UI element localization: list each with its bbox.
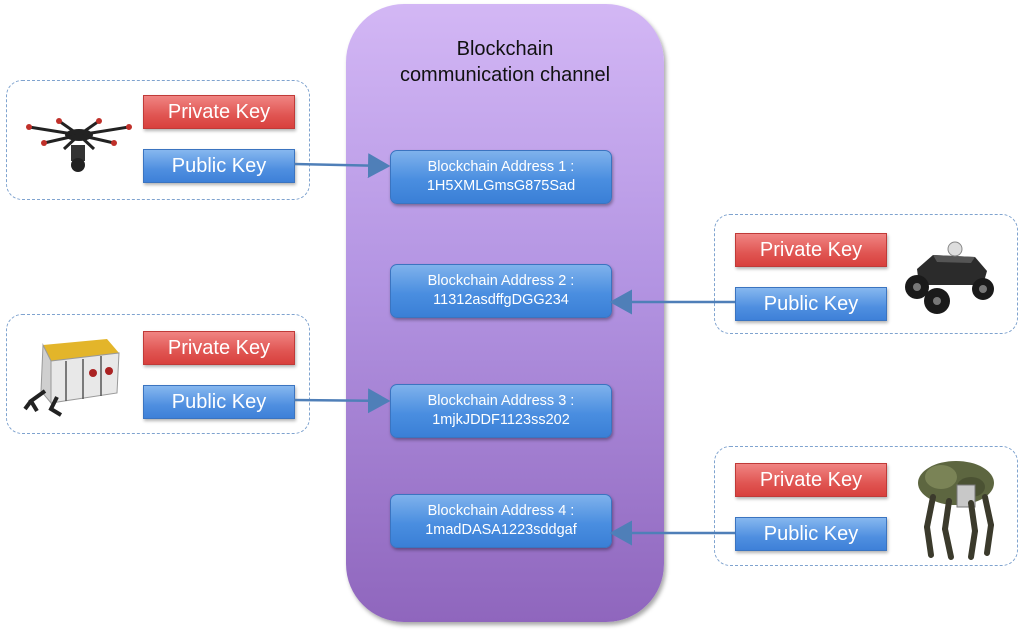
address-value: 11312asdffgDGG234: [433, 292, 569, 308]
address-label: Blockchain Address 2 :: [427, 273, 575, 289]
channel-title-line2: communication channel: [399, 64, 611, 86]
blockchain-address-4: Blockchain Address 4 : 1madDASA1223sddga…: [390, 494, 612, 548]
address-value: 1madDASA1223sddgaf: [425, 522, 577, 538]
legged-robot-icon: [918, 461, 994, 560]
public-key-button: Public Key: [735, 517, 887, 551]
channel-title: Blockchain communication channel: [346, 36, 664, 88]
blockchain-address-1: Blockchain Address 1 : 1H5XMLGmsG875Sad: [390, 150, 612, 204]
private-key-button: Private Key: [143, 331, 295, 365]
device-drone: Private Key Public Key: [6, 80, 310, 200]
address-value: 1H5XMLGmsG875Sad: [426, 178, 576, 194]
private-key-button: Private Key: [735, 233, 887, 267]
device-underwater-rov: Private Key Public Key: [6, 314, 310, 434]
rover-icon: [905, 241, 994, 314]
device-rover: Private Key Public Key: [714, 214, 1018, 334]
public-key-button: Public Key: [735, 287, 887, 321]
rov-icon: [23, 339, 120, 417]
address-label: Blockchain Address 4 :: [427, 503, 575, 519]
blockchain-address-3: Blockchain Address 3 : 1mjkJDDF1123ss202: [390, 384, 612, 438]
address-value: 1mjkJDDF1123ss202: [432, 412, 570, 428]
public-key-button: Public Key: [143, 149, 295, 183]
public-key-button: Public Key: [143, 385, 295, 419]
device-legged-robot: Private Key Public Key: [714, 446, 1018, 566]
address-label: Blockchain Address 3 :: [427, 393, 575, 409]
private-key-button: Private Key: [143, 95, 295, 129]
drone-icon: [26, 118, 132, 172]
channel-title-line1: Blockchain: [456, 38, 554, 60]
blockchain-address-2: Blockchain Address 2 : 11312asdffgDGG234: [390, 264, 612, 318]
private-key-button: Private Key: [735, 463, 887, 497]
address-label: Blockchain Address 1 :: [427, 159, 575, 175]
